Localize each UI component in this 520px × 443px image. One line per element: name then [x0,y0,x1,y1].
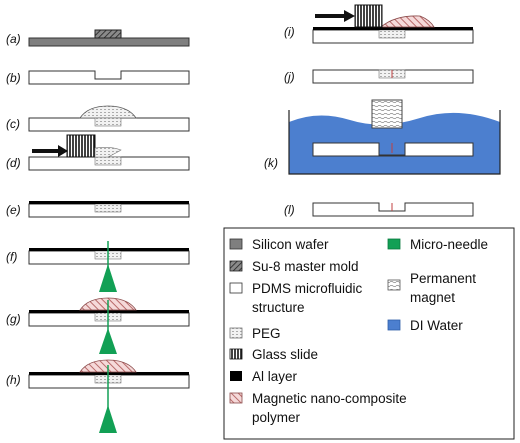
legend-magnet-line2: magnet [410,290,456,305]
legend-swatch-pdms [229,282,243,294]
step-c-drawing [28,105,190,132]
pdms-structure [312,202,474,217]
al-layer [29,372,189,375]
water-container [288,110,501,175]
pdms-structure [312,142,474,157]
legend-box [223,227,515,440]
step-label-l: (l) [284,203,295,217]
micro-needle-base [99,328,117,354]
legend-swatch-al [230,371,242,381]
legend-pdms-line2: structure [252,300,305,315]
step-label-a: (a) [6,32,21,46]
step-e-drawing [28,201,190,218]
step-a-drawing [28,29,190,47]
legend-swatch-water [387,319,401,331]
step-h-drawing [28,359,190,433]
peg-fill [94,156,122,166]
legend-swatch-su8 [229,260,243,272]
step-i-drawing [312,4,474,44]
step-label-b: (b) [6,71,21,85]
step-label-j: (j) [284,70,295,84]
micro-needle-base [99,264,117,292]
step-k-drawing [288,99,501,175]
al-layer [29,248,189,251]
pdms-structure [28,70,190,85]
polymer-excess [379,15,435,28]
silicon-wafer [28,37,190,47]
legend-swatch-needle [387,238,401,250]
al-layer [313,27,473,30]
al-layer [29,310,189,313]
step-label-d: (d) [6,156,21,170]
legend-di-water: DI Water [410,318,463,333]
step-label-i: (i) [284,25,295,39]
peg-fill [378,29,406,39]
legend-swatch-polymer [229,392,243,404]
legend-swatch-glass [229,348,243,360]
peg-fill [94,203,122,213]
glass-slide [354,4,383,28]
legend-polymer-line2: polymer [252,410,301,425]
legend-swatch-peg [229,327,243,339]
legend-peg: PEG [252,326,281,341]
legend-swatch-silicon [229,238,243,250]
step-label-g: (g) [6,312,21,326]
push-arrow [32,145,68,157]
step-g-drawing [28,297,190,354]
step-label-k: (k) [264,156,278,170]
step-d-drawing [28,134,190,171]
push-arrow [315,10,355,22]
legend-al-layer: Al layer [252,369,298,384]
step-j-drawing [312,69,474,84]
legend-su8-mold: Su-8 master mold [252,259,359,274]
step-l-drawing [312,202,474,217]
legend-magnet-line1: Permanent [410,271,477,286]
peg-fill [94,117,122,127]
step-label-c: (c) [6,117,20,131]
micro-needle-base [99,405,117,433]
legend-glass-slide: Glass slide [252,347,319,362]
peg-excess [94,147,122,158]
peg-dome [79,105,137,119]
legend-polymer-line1: Magnetic nano-composite [252,391,407,406]
legend-swatch-magnet [387,279,401,291]
step-label-e: (e) [6,203,21,217]
al-layer [29,201,189,204]
di-water [289,112,500,174]
legend-micro-needle: Micro-needle [410,237,489,252]
permanent-magnet [371,99,403,129]
su8-mold [94,29,122,39]
step-label-f: (f) [6,250,18,264]
glass-slide [66,134,96,158]
step-b-drawing [28,70,190,85]
step-label-h: (h) [6,373,21,387]
legend-silicon-wafer: Silicon wafer [252,237,329,252]
legend-pdms-line1: PDMS microfluidic [252,281,363,296]
step-f-drawing [28,241,190,292]
